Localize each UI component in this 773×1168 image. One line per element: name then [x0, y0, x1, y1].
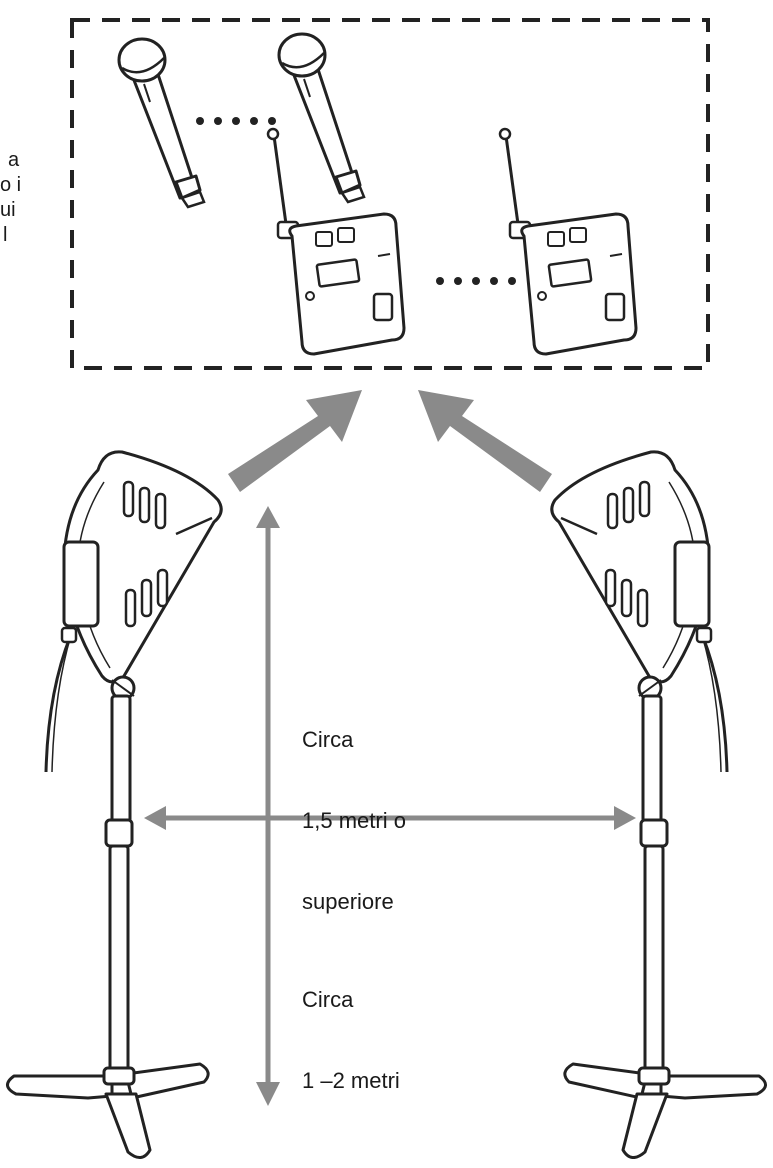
height-dimension-arrow	[256, 506, 280, 1106]
left-text-line: o i	[0, 174, 22, 196]
distance-dimension-arrow	[144, 806, 636, 830]
left-text-line: ui	[0, 199, 16, 221]
antenna-on-stand-icon	[550, 450, 768, 1160]
height-label-line: superiore	[302, 889, 394, 914]
handheld-microphone-icon	[117, 37, 206, 209]
signal-arrow	[418, 390, 552, 492]
ellipsis-dots	[436, 277, 516, 285]
left-text-line: l	[3, 224, 8, 246]
handheld-microphone-icon	[277, 32, 366, 204]
height-label-line: Circa	[302, 727, 354, 752]
transmitter-zone-dashed-box	[70, 18, 710, 370]
signal-arrow	[228, 390, 362, 492]
left-margin-text: a o i ui l	[0, 147, 40, 277]
distance-label-line: 1 –2 metri	[302, 1068, 400, 1093]
height-label: Circa 1,5 metri o superiore	[302, 672, 406, 942]
antenna-on-stand-icon	[5, 450, 223, 1160]
height-label-line: 1,5 metri o	[302, 808, 406, 833]
bodypack-transmitter-icon	[498, 127, 638, 356]
distance-label-line: Circa	[302, 987, 354, 1012]
distance-label: Circa 1 –2 metri	[302, 932, 400, 1121]
left-text-line: a	[8, 149, 20, 171]
ellipsis-dots	[196, 117, 276, 125]
